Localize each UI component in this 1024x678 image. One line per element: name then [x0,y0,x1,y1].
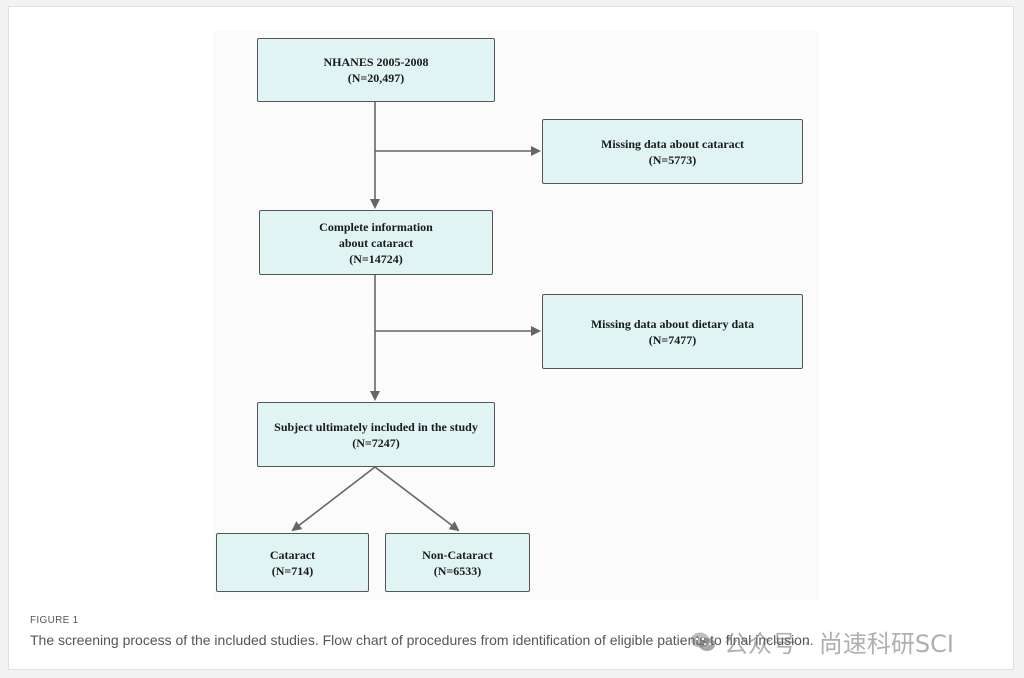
node-included-title: Subject ultimately included in the study [274,419,478,434]
node-cataract: Cataract (N=714) [216,533,369,592]
node-missing-cataract-count: (N=5773) [648,152,697,167]
node-included: Subject ultimately included in the study… [257,402,495,467]
node-missing-cataract-title: Missing data about cataract [601,136,744,151]
node-missing-dietary-count: (N=7477) [648,332,697,347]
node-cataract-count: (N=714) [271,563,314,578]
node-complete-information-subtitle: about cataract [338,235,414,250]
node-complete-information: Complete information about cataract (N=1… [259,210,493,275]
node-non-cataract: Non-Cataract (N=6533) [385,533,530,592]
node-missing-cataract: Missing data about cataract (N=5773) [542,119,803,184]
node-complete-information-title: Complete information [319,219,433,234]
node-non-cataract-title: Non-Cataract [422,547,493,562]
node-included-count: (N=7247) [352,435,400,450]
figure-label: FIGURE 1 [30,615,79,626]
node-non-cataract-count: (N=6533) [433,563,482,578]
node-complete-information-count: (N=14724) [349,251,403,266]
wechat-icon [690,631,716,653]
node-cataract-title: Cataract [269,547,316,562]
node-nhanes: NHANES 2005-2008 (N=20,497) [257,38,495,102]
figure-caption: The screening process of the included st… [30,632,814,648]
node-nhanes-title: NHANES 2005-2008 [323,55,429,69]
node-missing-dietary: Missing data about dietary data (N=7477) [542,294,803,369]
node-missing-dietary-title: Missing data about dietary data [590,316,755,331]
node-nhanes-count: (N=20,497) [347,71,405,85]
watermark: 公众号 · 尚速科研SCI [690,624,954,659]
watermark-text: 公众号 · 尚速科研SCI [724,630,954,658]
